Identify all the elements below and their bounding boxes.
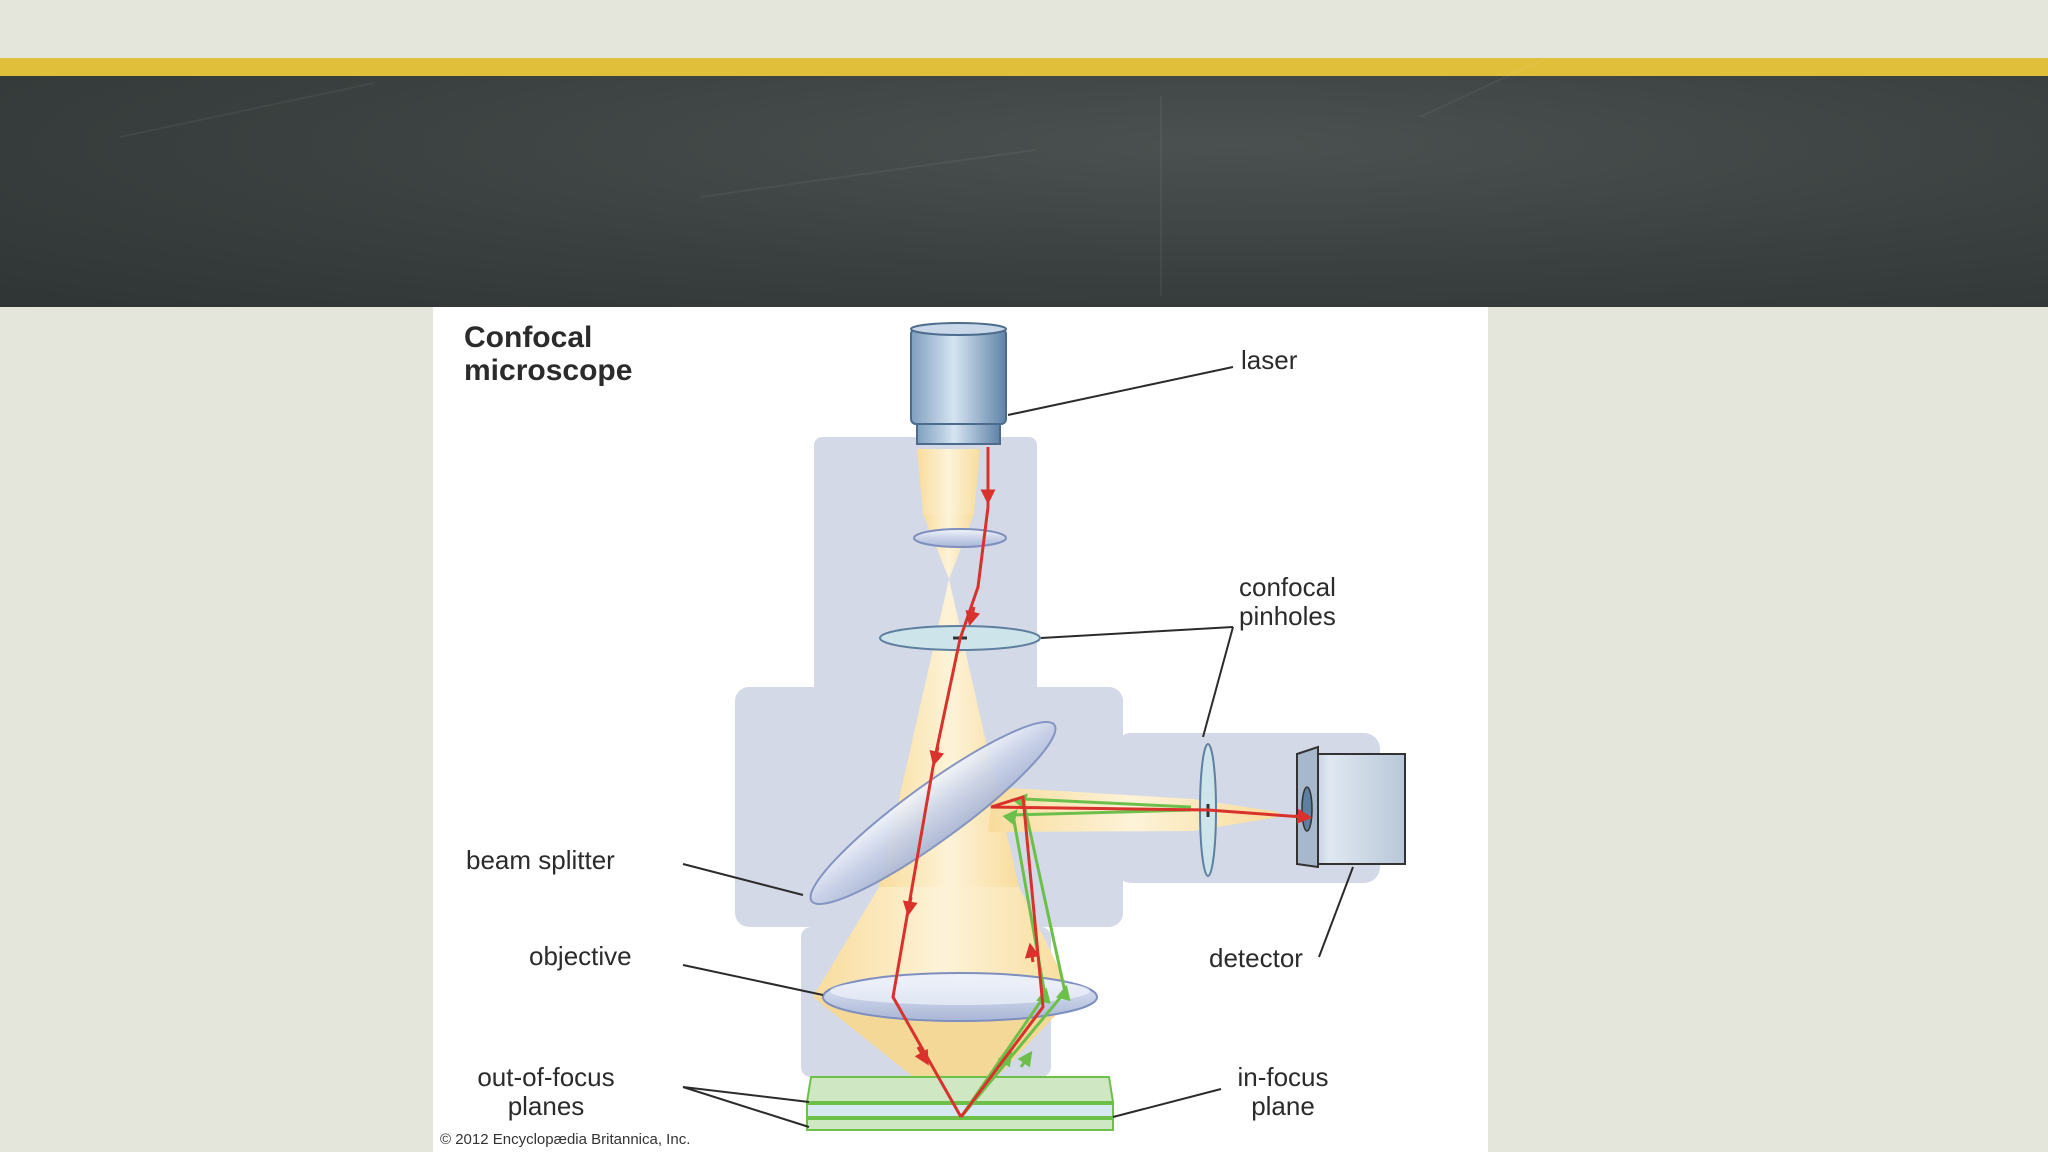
copyright-notice: © 2012 Encyclopædia Britannica, Inc. [440,1131,691,1148]
detector-icon [1296,745,1406,869]
label-in-focus-line2: plane [1251,1091,1315,1121]
emitted-light-paths [959,793,1192,1118]
laser-beam-path [891,447,1313,1118]
specimen-planes [805,1076,1115,1131]
confocal-microscope-figure: Confocal microscope laser confocal pinho… [433,307,1488,1152]
accent-bar [0,58,2048,76]
laser-icon [910,322,1007,445]
label-in-focus-line1: in-focus [1237,1062,1329,1092]
label-out-of-focus-line2: planes [507,1091,585,1121]
title-band [0,0,2048,307]
label-beam-splitter: beam splitter [466,845,615,875]
label-out-of-focus-line1: out-of-focus [477,1062,615,1092]
label-laser: laser [1241,345,1298,375]
beam-splitter-plate [809,720,1057,906]
label-confocal-line1: confocal [1239,572,1336,602]
label-detector: detector [1209,943,1303,973]
microscope-illustration [682,322,1406,1131]
condenser-lens [913,528,1007,548]
objective-lens [822,972,1098,1022]
label-objective: objective [529,941,632,971]
callout-lines [682,366,1354,1128]
label-confocal-line2: pinholes [1239,601,1336,631]
diagram-title-line2: microscope [464,354,633,387]
diagram-title-line1: Confocal [464,321,593,354]
